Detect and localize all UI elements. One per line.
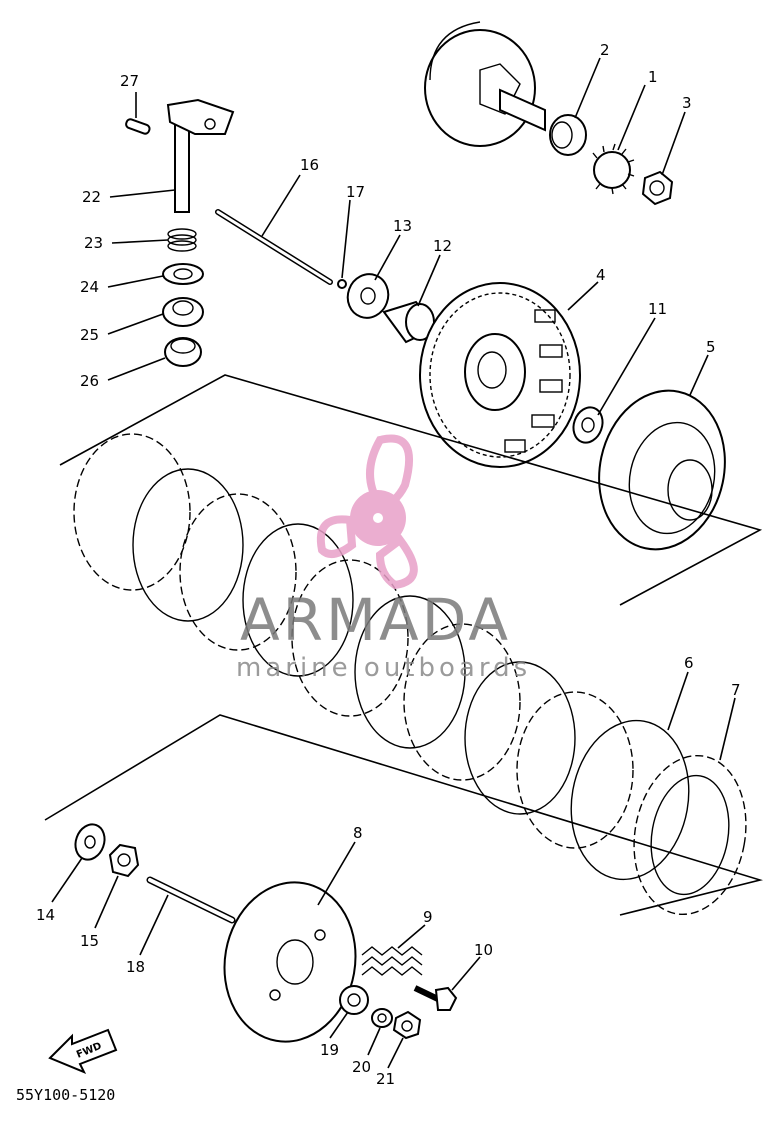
collar-part-19 (339, 985, 369, 1015)
part-label-20: 20 (352, 1058, 371, 1076)
clutch-boss-part-5 (598, 389, 726, 551)
friction-plate-part-7 (633, 754, 747, 916)
drawing-code: 55Y100-5120 (16, 1086, 115, 1104)
washer-part-14 (74, 823, 106, 861)
part-label-7: 7 (731, 681, 741, 699)
part-label-19: 19 (320, 1041, 339, 1059)
drive-gear-part-1 (592, 143, 635, 195)
clutch-plate-2 (242, 523, 354, 677)
part-label-1: 1 (648, 68, 658, 86)
washer-part-20 (371, 1008, 393, 1028)
part-label-6: 6 (684, 654, 694, 672)
clutch-plate-1 (132, 468, 244, 622)
watermark-tagline: marine outboards (236, 653, 531, 683)
part-label-25: 25 (80, 326, 99, 344)
ball-part-17 (337, 279, 347, 289)
pressure-plate-part-8 (223, 881, 357, 1043)
part-label-12: 12 (433, 237, 452, 255)
clutch-plate-3 (354, 595, 466, 749)
washer-part-24 (162, 263, 204, 285)
part-label-24: 24 (80, 278, 99, 296)
plate-group-outline-upper (59, 374, 763, 606)
bearing-part-25 (162, 297, 204, 327)
part-label-15: 15 (80, 932, 99, 950)
push-rod-part-16 (215, 209, 333, 285)
fwd-arrow-icon: FWD (48, 1028, 118, 1074)
part-label-8: 8 (353, 824, 363, 842)
watermark-brand: ARMADA (240, 586, 511, 654)
bolt-part-10 (413, 985, 458, 1011)
plate-group-outline-lower (44, 714, 763, 916)
thrust-washer-part-11 (572, 406, 604, 444)
part-label-4: 4 (596, 266, 606, 284)
friction-plate-1 (73, 433, 191, 591)
friction-plate-4 (403, 623, 521, 781)
part-label-27: 27 (120, 72, 139, 90)
part-label-13: 13 (393, 217, 412, 235)
part-label-9: 9 (423, 908, 433, 926)
part-label-5: 5 (706, 338, 716, 356)
friction-plate-2 (179, 493, 297, 651)
clutch-housing-part-4 (419, 282, 581, 468)
part-number-labels: 1 2 3 4 5 6 7 8 9 10 11 12 13 14 15 16 1… (36, 41, 741, 1088)
shaft-lever-part-22 (166, 98, 235, 213)
bushing-part-26 (164, 337, 202, 367)
part-label-26: 26 (80, 372, 99, 390)
part-label-21: 21 (376, 1070, 395, 1088)
friction-plate-3 (291, 559, 409, 717)
part-label-10: 10 (474, 941, 493, 959)
leader-lines (51, 57, 736, 1069)
propeller-logo (316, 434, 418, 590)
nut-part-21 (392, 1010, 422, 1040)
nut-part-15 (108, 843, 140, 878)
nut-part-3 (641, 170, 674, 206)
pin-part-27 (125, 118, 151, 135)
part-label-22: 22 (82, 188, 101, 206)
part-label-3: 3 (682, 94, 692, 112)
spring-part-23 (167, 228, 197, 252)
spring-part-9 (361, 946, 423, 976)
clutch-plate-4 (464, 661, 576, 815)
part-label-11: 11 (648, 300, 667, 318)
part-label-14: 14 (36, 906, 55, 924)
primary-drive-gear-assembly (424, 21, 546, 147)
friction-plate-5 (516, 691, 634, 849)
armada-watermark: ARMADA marine outboards (236, 434, 531, 683)
spacer-part-12 (382, 300, 438, 344)
part-label-16: 16 (300, 156, 319, 174)
push-rod-part-18 (146, 876, 236, 924)
part-label-2: 2 (600, 41, 610, 59)
clutch-plate-part-6 (570, 719, 690, 881)
part-label-18: 18 (126, 958, 145, 976)
part-label-17: 17 (346, 183, 365, 201)
thrust-washer-part-13 (346, 273, 390, 319)
collar-part-2 (549, 114, 587, 156)
part-label-23: 23 (84, 234, 103, 252)
